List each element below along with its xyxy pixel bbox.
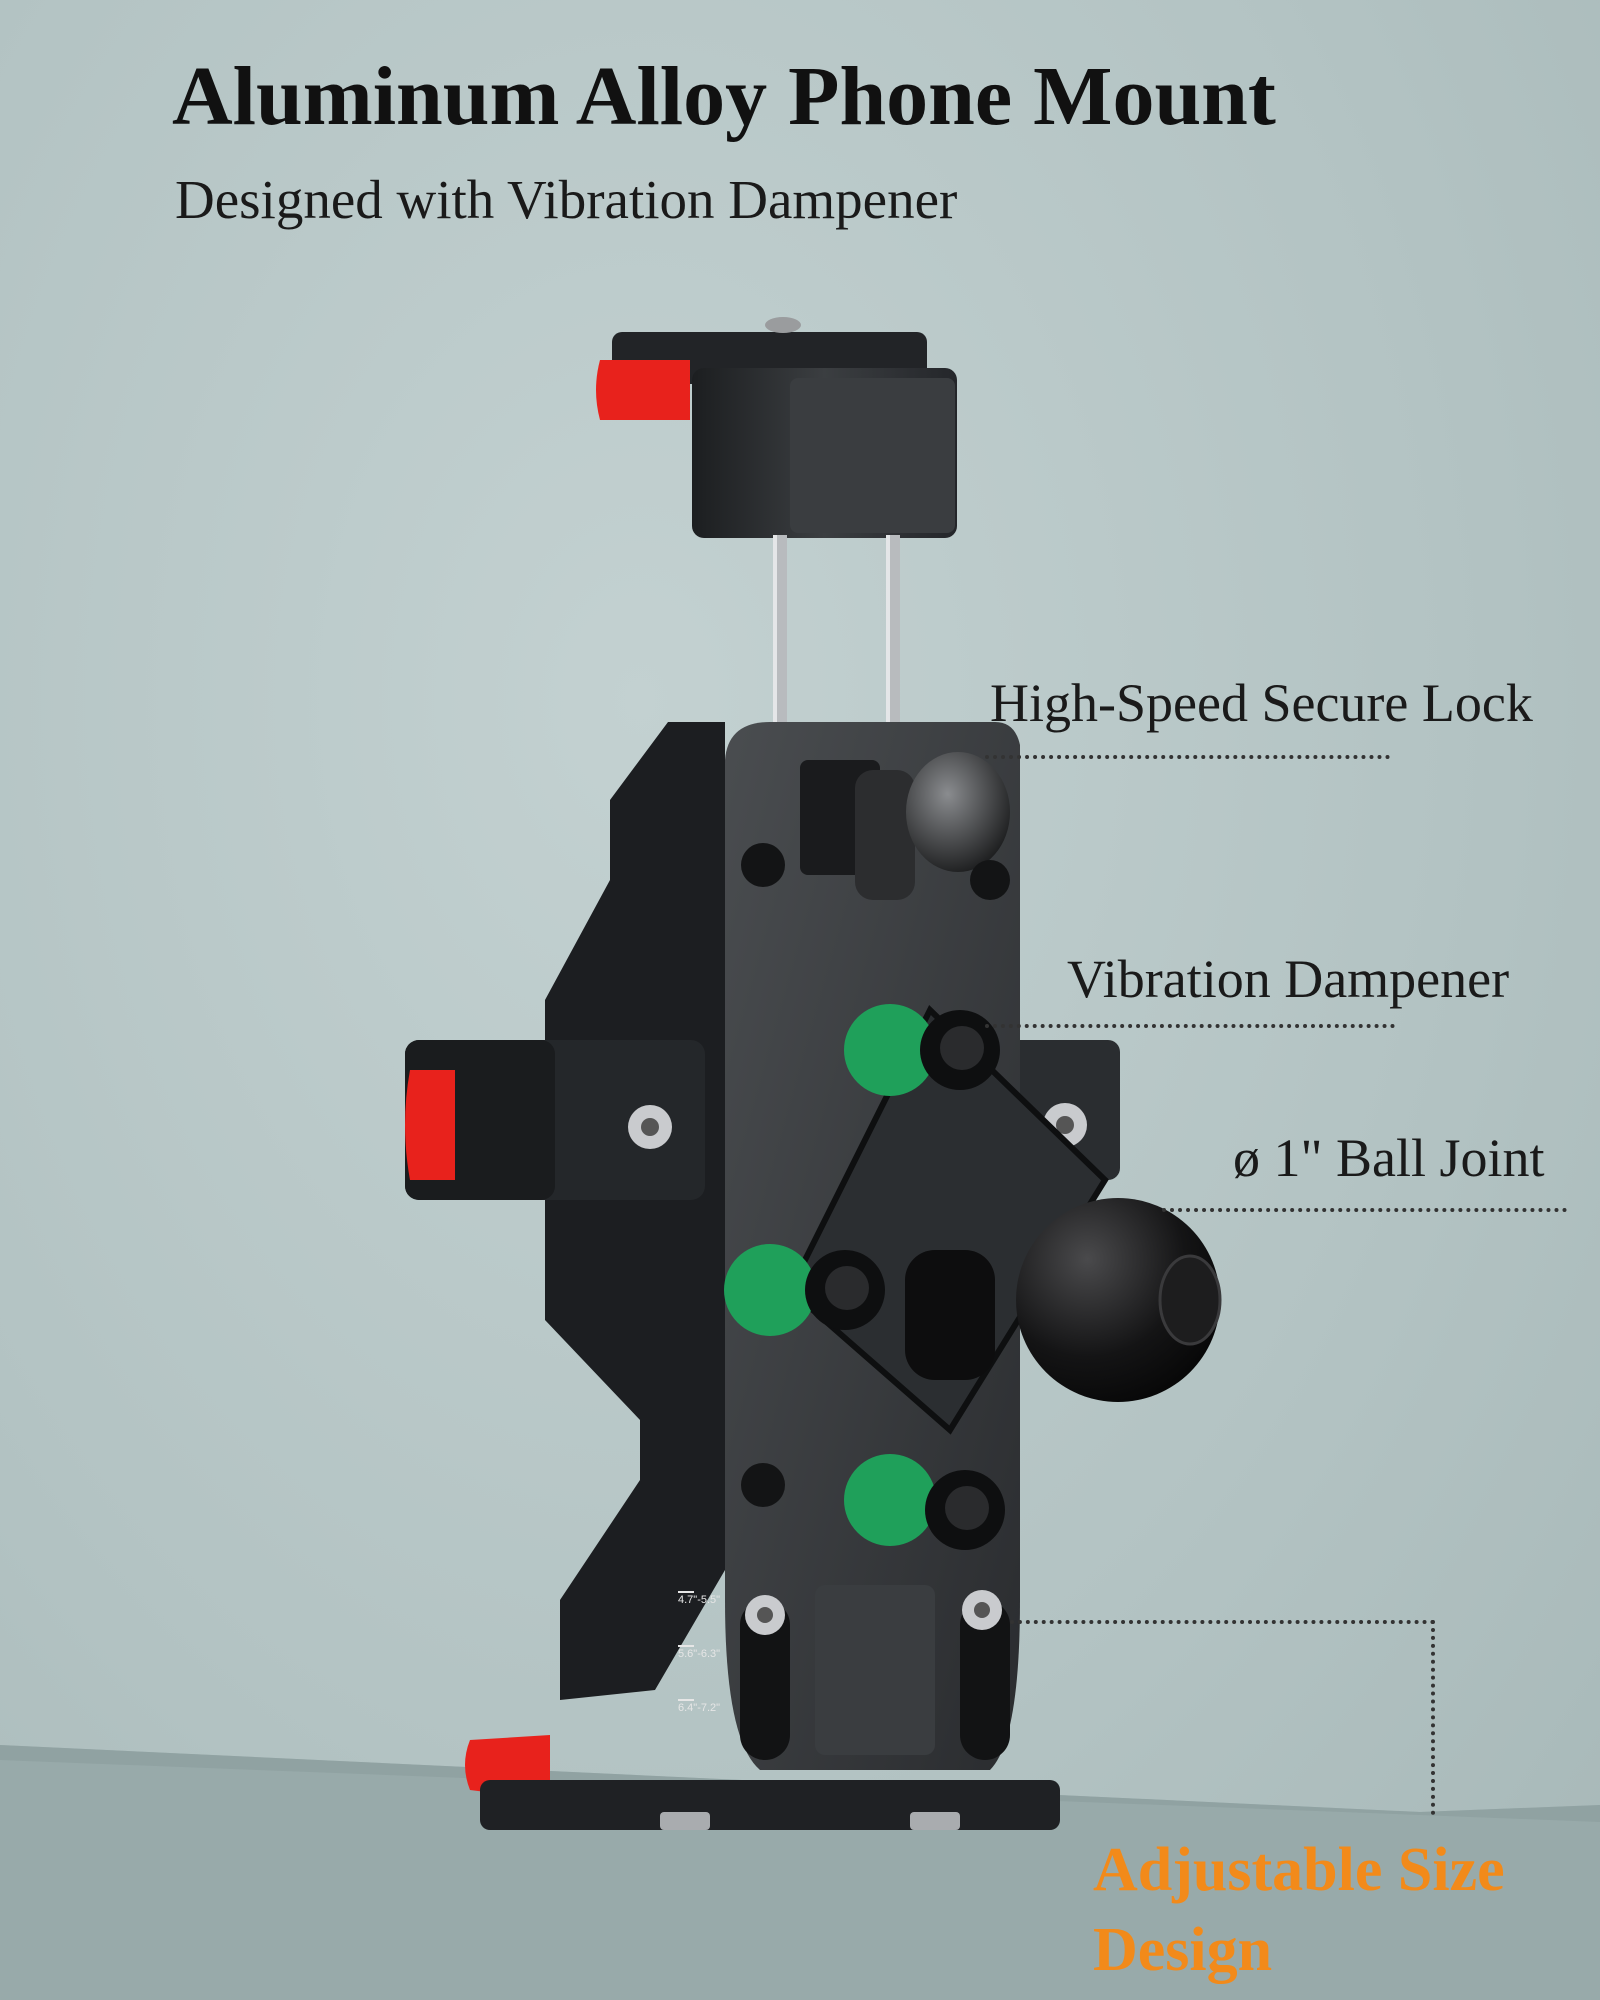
- callout-line-size-vertical: [1431, 1620, 1435, 1815]
- size-scale: 4.7"-5.5" 5.6"-6.3" 6.4"-7.2": [678, 1591, 720, 1714]
- scale-mark-3: 6.4"-7.2": [678, 1702, 720, 1714]
- ball-joint: [905, 1198, 1222, 1402]
- callout-line-lock: [985, 755, 1390, 759]
- left-clamp: [405, 1040, 705, 1200]
- guide-rods: [773, 535, 900, 725]
- size-adjust-slots: [740, 1585, 1010, 1760]
- callout-line-size-horizontal: [1010, 1620, 1435, 1624]
- bottom-clamp: [465, 1735, 1060, 1830]
- top-clamp: [596, 317, 957, 538]
- vibration-dampeners: [724, 1004, 1005, 1550]
- callout-adjustable-size-line1: Adjustable Size: [1093, 1836, 1505, 1904]
- scale-mark-1: 4.7"-5.5": [678, 1594, 720, 1606]
- callout-adjustable-size-line2: Design: [1093, 1916, 1273, 1984]
- callout-line-dampener: [985, 1024, 1395, 1028]
- page-subtitle: Designed with Vibration Dampener: [175, 169, 958, 230]
- callout-secure-lock: High-Speed Secure Lock: [990, 673, 1533, 733]
- lock-knob: [800, 752, 1010, 900]
- callout-vibration-dampener: Vibration Dampener: [1067, 949, 1510, 1009]
- callout-ball-joint: ø 1" Ball Joint: [1233, 1128, 1545, 1188]
- callout-line-ball: [1162, 1208, 1567, 1212]
- scale-mark-2: 5.6"-6.3": [678, 1648, 720, 1660]
- callout-adjustable-size: Adjustable Size Design: [1093, 1830, 1505, 1990]
- page-title: Aluminum Alloy Phone Mount: [172, 50, 1276, 143]
